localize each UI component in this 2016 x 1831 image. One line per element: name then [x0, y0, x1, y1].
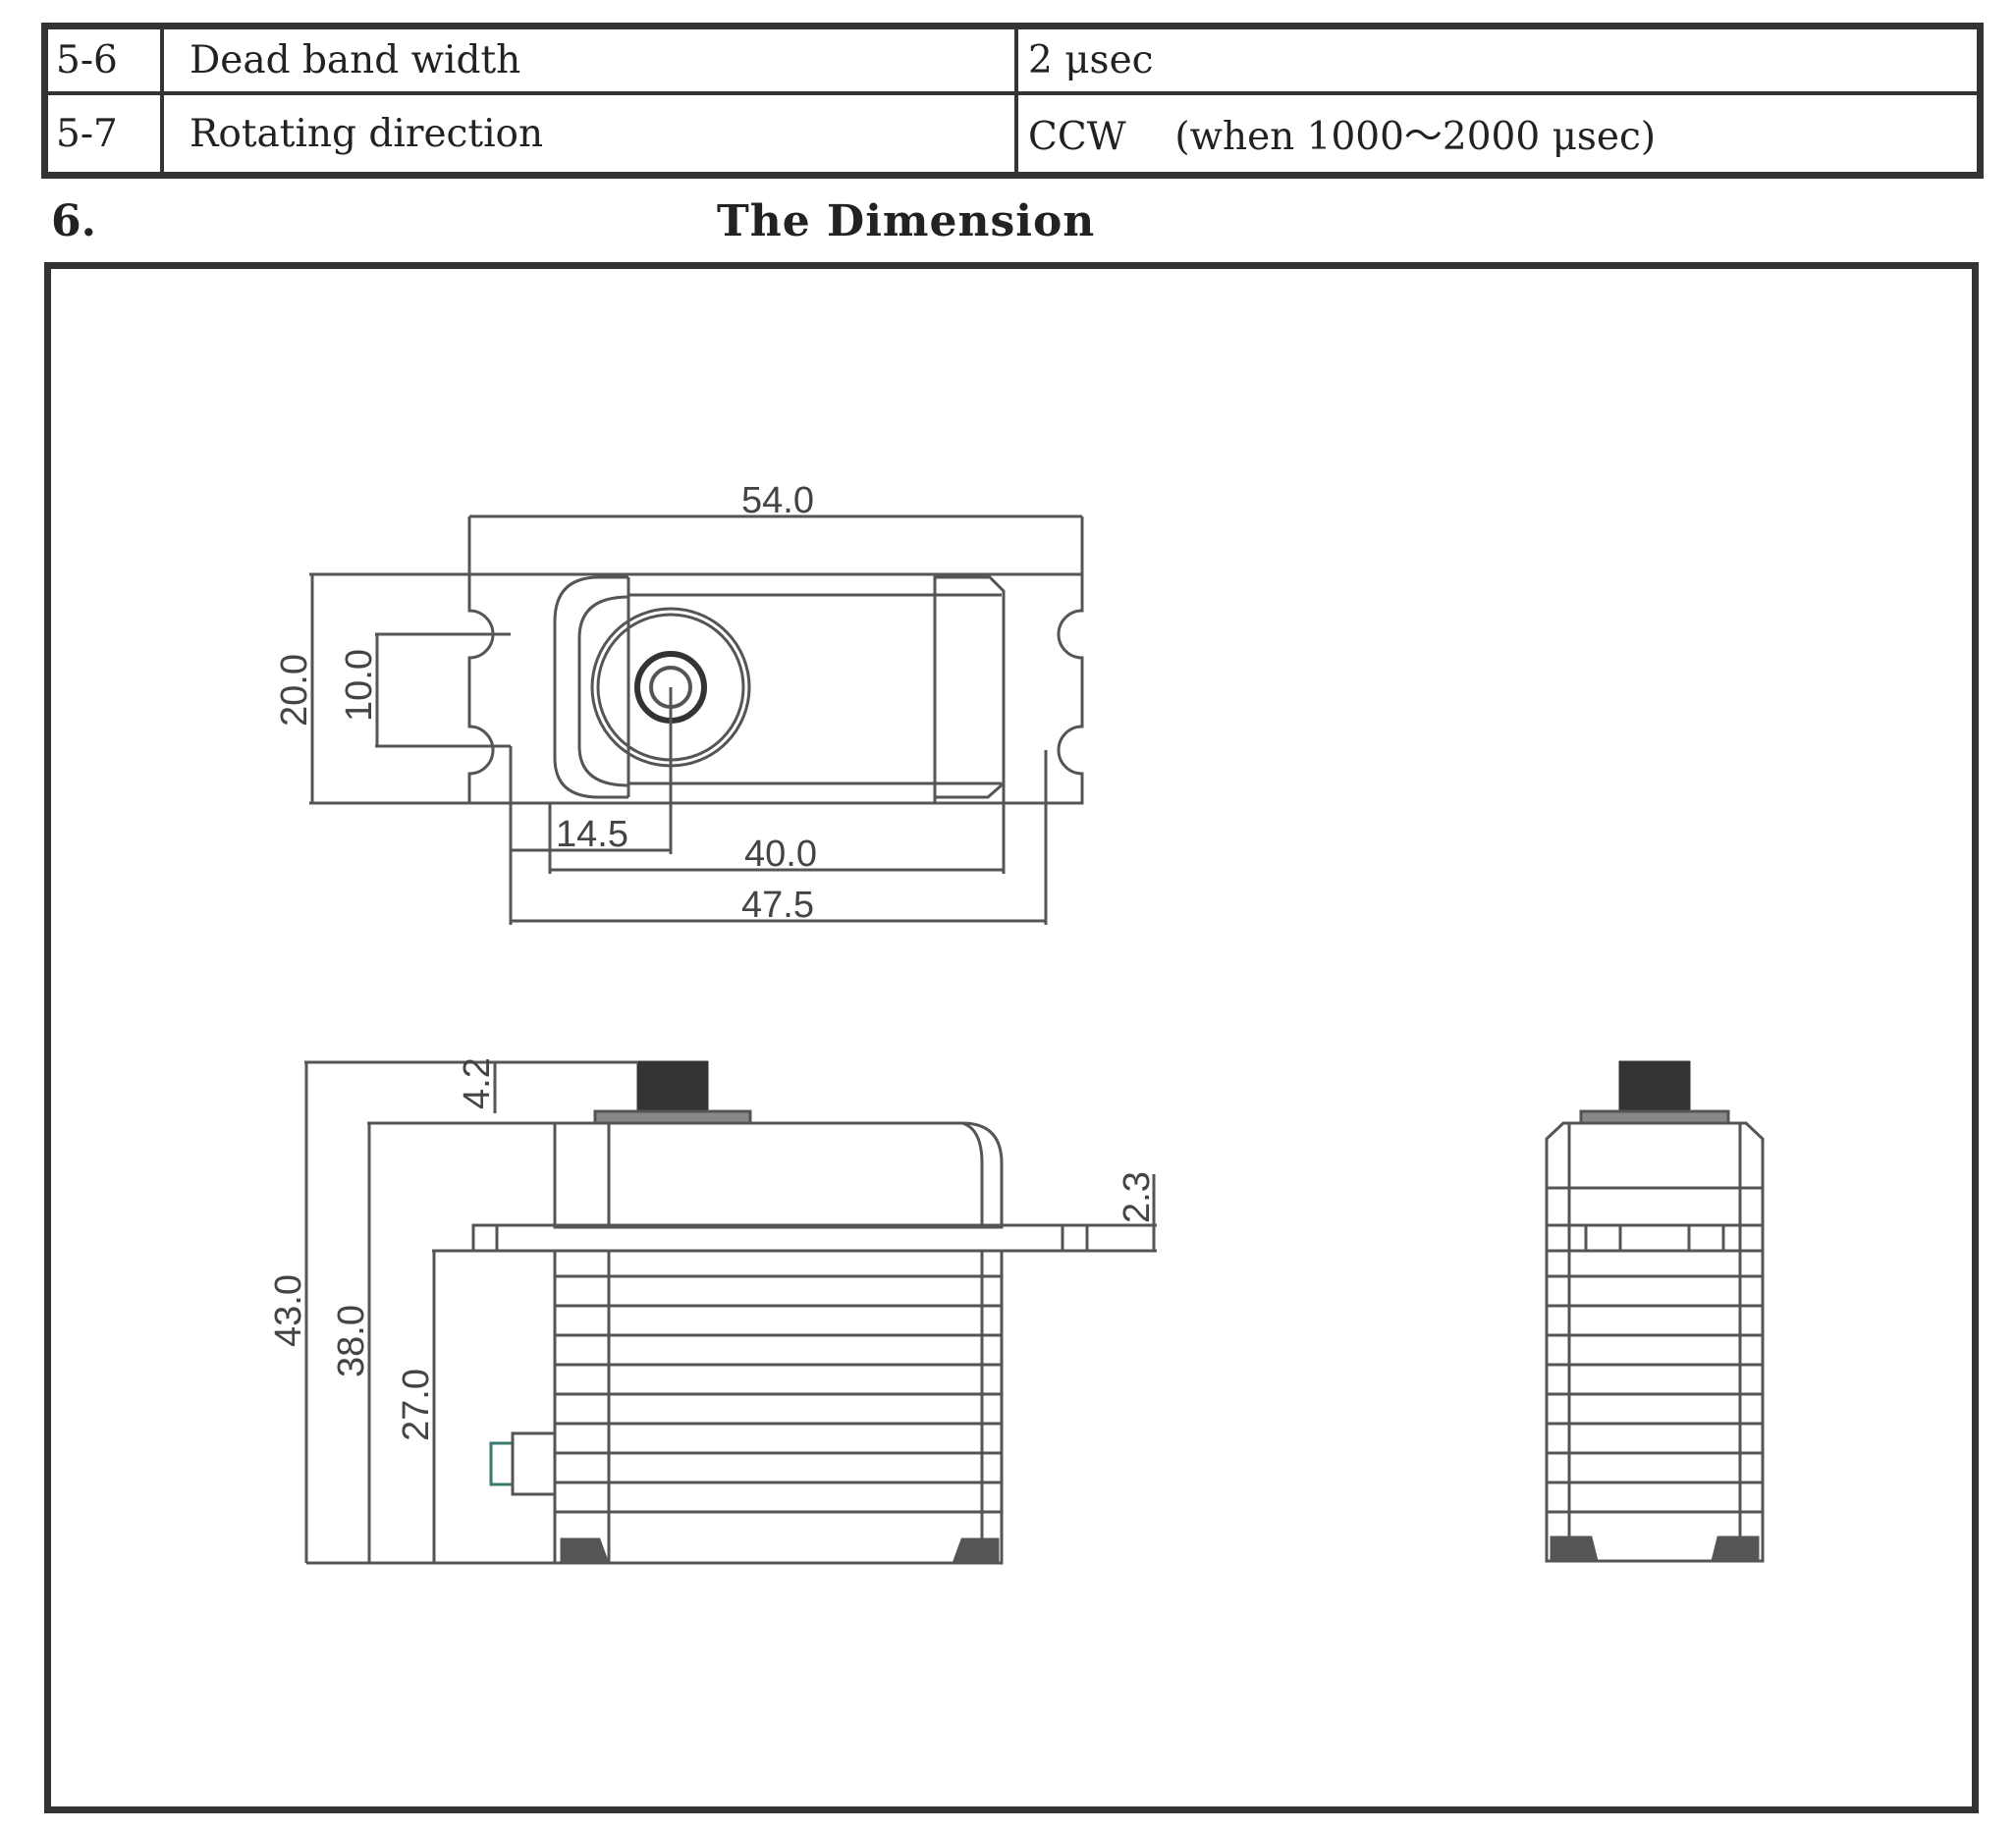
dim-overall-width: 54.0 [741, 480, 814, 521]
spec-value: CCW (when 1000～2000 μsec) [1014, 91, 1983, 178]
table-row: 5-6 Dead band width 2 μsec [42, 24, 1983, 96]
spec-item: Rotating direction [160, 91, 1018, 178]
spec-number: 5-6 [42, 24, 164, 96]
dim-flange-height: 27.0 [396, 1369, 437, 1441]
drawing-frame [44, 262, 1979, 1813]
spec-value: 2 μsec [1014, 24, 1983, 96]
dim-hole-spacing: 10.0 [339, 649, 380, 722]
dim-overall-height: 43.0 [268, 1274, 309, 1347]
spec-item: Dead band width [160, 24, 1018, 96]
end-view [1545, 1060, 1765, 1563]
dim-case-height: 38.0 [331, 1305, 372, 1377]
dim-body-length: 40.0 [744, 834, 817, 875]
spec-number: 5-7 [42, 91, 164, 178]
dim-flange-thickness: 2.3 [1117, 1171, 1158, 1223]
dim-spline-height: 4.2 [457, 1057, 498, 1109]
table-row: 5-7 Rotating direction CCW (when 1000～20… [42, 91, 1983, 178]
section-title: The Dimension [717, 196, 1096, 246]
section-number: 6. [51, 196, 96, 246]
dim-hole-pitch: 47.5 [741, 885, 814, 926]
side-view [304, 1060, 1157, 1565]
dim-shaft-offset: 14.5 [556, 814, 628, 855]
spec-table: 5-6 Dead band width 2 μsec 5-7 Rotating … [41, 23, 1984, 179]
dim-overall-depth: 20.0 [274, 654, 315, 727]
top-view [309, 514, 1084, 925]
cooling-fins [555, 1274, 1002, 1514]
